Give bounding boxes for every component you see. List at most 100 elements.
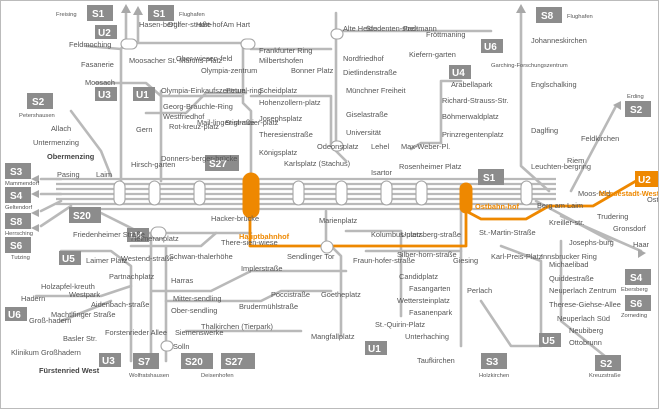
destination-wolfratshausen: Wolfratshausen xyxy=(129,373,169,379)
station-thalkirchen: Thalkirchen (Tierpark) xyxy=(201,322,273,331)
badge-s8-herrsching: S8 xyxy=(5,213,31,229)
station-trudering: Trudering xyxy=(597,212,628,221)
station-muenchner-freiheit: Münchner Freiheit xyxy=(346,86,406,95)
badge-s8-flughafen: S8 xyxy=(536,7,562,23)
station-karlsplatz: Karlsplatz (Stachus) xyxy=(284,159,350,168)
station-mittersendling: Mitter-sendling xyxy=(173,294,221,303)
station-englschalking: Englschalking xyxy=(531,80,577,89)
station-obersendling: Ober-sendling xyxy=(171,306,217,315)
station-poccistrasse: Poccistraße xyxy=(271,290,310,299)
badge-label-s2-kreuzstrasse: S2 xyxy=(600,359,613,370)
station-partnachplatz: Partnachplatz xyxy=(109,272,154,281)
hauptbahnhof-marker xyxy=(242,172,260,219)
station-laim: Laim xyxy=(96,170,112,179)
badge-label-u3-fuerstenried: U3 xyxy=(102,356,115,367)
rail-lines xyxy=(34,9,643,363)
badge-s1-freising: S1 xyxy=(87,5,113,21)
destination-erding: Erding xyxy=(627,94,644,100)
badge-label-s20-bottom: S20 xyxy=(185,357,203,368)
station-kolumbusplatz: Kolumbus-platz xyxy=(371,230,422,239)
badge-label-s1-ost: S1 xyxy=(483,173,496,184)
destination-freising: Freising xyxy=(56,12,77,18)
station-solln: Solln xyxy=(173,342,189,351)
station-maillingerstrasse: Mail-linger-straße xyxy=(197,118,255,127)
destination-labels: Freising Flughafen Flughafen Petershause… xyxy=(5,12,648,379)
station-westpark: Westpark xyxy=(69,290,100,299)
station-am-hart: Am Hart xyxy=(223,20,250,29)
station-neuperlach-sued: Neuperlach Süd xyxy=(557,314,610,323)
station-prinzregentenplatz: Prinzregentenplatz xyxy=(442,130,504,139)
badge-u4-west: U4 xyxy=(127,228,149,242)
station-rotkreuzplatz: Rot-kreuz-platz xyxy=(169,122,219,131)
badge-label-u6-garching: U6 xyxy=(484,42,497,53)
station-heimeranplatz: Heimeranplatz xyxy=(131,234,179,243)
station-untermenzing: Untermenzing xyxy=(33,138,79,147)
station-lehel: Lehel xyxy=(371,142,389,151)
station-untersbergstrasse: Untersberg-straße xyxy=(401,230,461,239)
destination-garching: Garching-Forschungszentrum xyxy=(491,63,568,69)
badge-label-u1-olympia: U1 xyxy=(136,90,149,101)
badge-label-u6-klinikum: U6 xyxy=(8,310,21,321)
station-boehmerwaldplatz: Böhmerwaldplatz xyxy=(442,112,499,121)
badge-s2-kreuzstrasse: S2 xyxy=(595,355,621,371)
station-schwanthalerhoehe: Schwan-thalerhöhe xyxy=(169,252,233,261)
station-fasanerie: Fasanerie xyxy=(81,60,114,69)
station-gern: Gern xyxy=(136,125,152,134)
destination-flughafen8: Flughafen xyxy=(567,14,593,20)
station-josephsplatz: Josephsplatz xyxy=(259,114,302,123)
station-donnersbergerbruecke: Donners-berger-brücke xyxy=(161,154,237,163)
station-unterhaching: Unterhaching xyxy=(405,332,449,341)
station-fraunhoferstrasse: Fraun-hofer-straße xyxy=(353,256,415,265)
badge-label-s6-tutzing: S6 xyxy=(10,241,23,252)
badge-u4-arabella: U4 xyxy=(449,65,471,79)
badge-s7-bottom: S7 xyxy=(133,353,159,369)
station-georg-brauchle-ring: Georg-Brauchle-Ring xyxy=(163,102,233,111)
station-therese-giehse-allee: Therese-Giehse-Allee xyxy=(549,300,621,309)
badge-s20: S20 xyxy=(69,207,101,223)
station-ottobrunn: Ottobrunn xyxy=(569,338,602,347)
station-aidenbachstrasse: Aidenbach-straße xyxy=(91,300,149,309)
badge-u2-north: U2 xyxy=(95,25,117,39)
badge-label-u3-moosach: U3 xyxy=(98,90,111,101)
badge-label-s2-petershausen: S2 xyxy=(32,97,45,108)
station-josephsburg: Josephs-burg xyxy=(569,238,614,247)
station-kieferngarten: Kiefern-garten xyxy=(409,50,456,59)
station-neubiberg: Neubiberg xyxy=(569,326,603,335)
station-fasangarten: Fasangarten xyxy=(409,284,451,293)
station-holzapfelkreuth: Holzapfel-kreuth xyxy=(41,282,95,291)
station-oberwiesenfeld: Ober-wiesen-feld xyxy=(176,54,232,63)
station-haar: Haar xyxy=(633,240,650,249)
badge-u3-moosach: U3 xyxy=(95,87,117,101)
station-pasing: Pasing xyxy=(57,170,80,179)
station-ostbahnhof: Ostbahn-hof xyxy=(475,202,519,211)
destination-mammendorf: Mammendorf xyxy=(5,181,40,187)
badge-s27-bottom: S27 xyxy=(221,353,255,369)
badge-s4-ebersberg: S4 xyxy=(625,269,651,285)
station-forstenrieder-allee: Forstenrieder Allee xyxy=(105,328,167,337)
station-ost: Ost xyxy=(647,195,659,204)
badge-label-s27-bottom: S27 xyxy=(225,357,243,368)
station-feldmoching: Feldmoching xyxy=(69,40,111,49)
station-milbertshofen: Milbertshofen xyxy=(259,56,303,65)
station-wettersteinplatz: Wettersteinplatz xyxy=(397,296,450,305)
station-moosfeld: Moos-feld xyxy=(578,189,610,198)
station-isartor: Isartor xyxy=(371,168,392,177)
station-theresienstrasse: Theresienstraße xyxy=(259,130,313,139)
station-neuperlach-zentrum: Neuperlach Zentrum xyxy=(549,286,616,295)
station-klinikum-grosshadern: Klinikum Großhadern xyxy=(11,348,81,357)
station-duelferstrasse: Dülfer-straße xyxy=(168,20,211,29)
destination-flughafen1: Flughafen xyxy=(179,12,205,18)
station-studentenstadt: Studenten-stadt xyxy=(366,24,418,33)
station-perlach: Perlach xyxy=(467,286,492,295)
badge-label-s1-flughafen: S1 xyxy=(153,9,166,20)
station-giselastrasse: Giselastraße xyxy=(346,110,388,119)
station-harras: Harras xyxy=(171,276,193,285)
station-gronsdorf: Gronsdorf xyxy=(613,224,647,233)
badge-u2-east: U2 xyxy=(635,171,658,187)
station-grosshadern: Groß-hadern xyxy=(29,316,71,325)
station-koenigsplatz: Königsplatz xyxy=(259,148,298,157)
badge-label-s7-bottom: S7 xyxy=(138,357,151,368)
station-westfriedhof: Westfriedhof xyxy=(163,112,205,121)
badge-label-s8-flughafen: S8 xyxy=(541,11,554,22)
badge-s3-holzkirchen: S3 xyxy=(481,353,507,369)
